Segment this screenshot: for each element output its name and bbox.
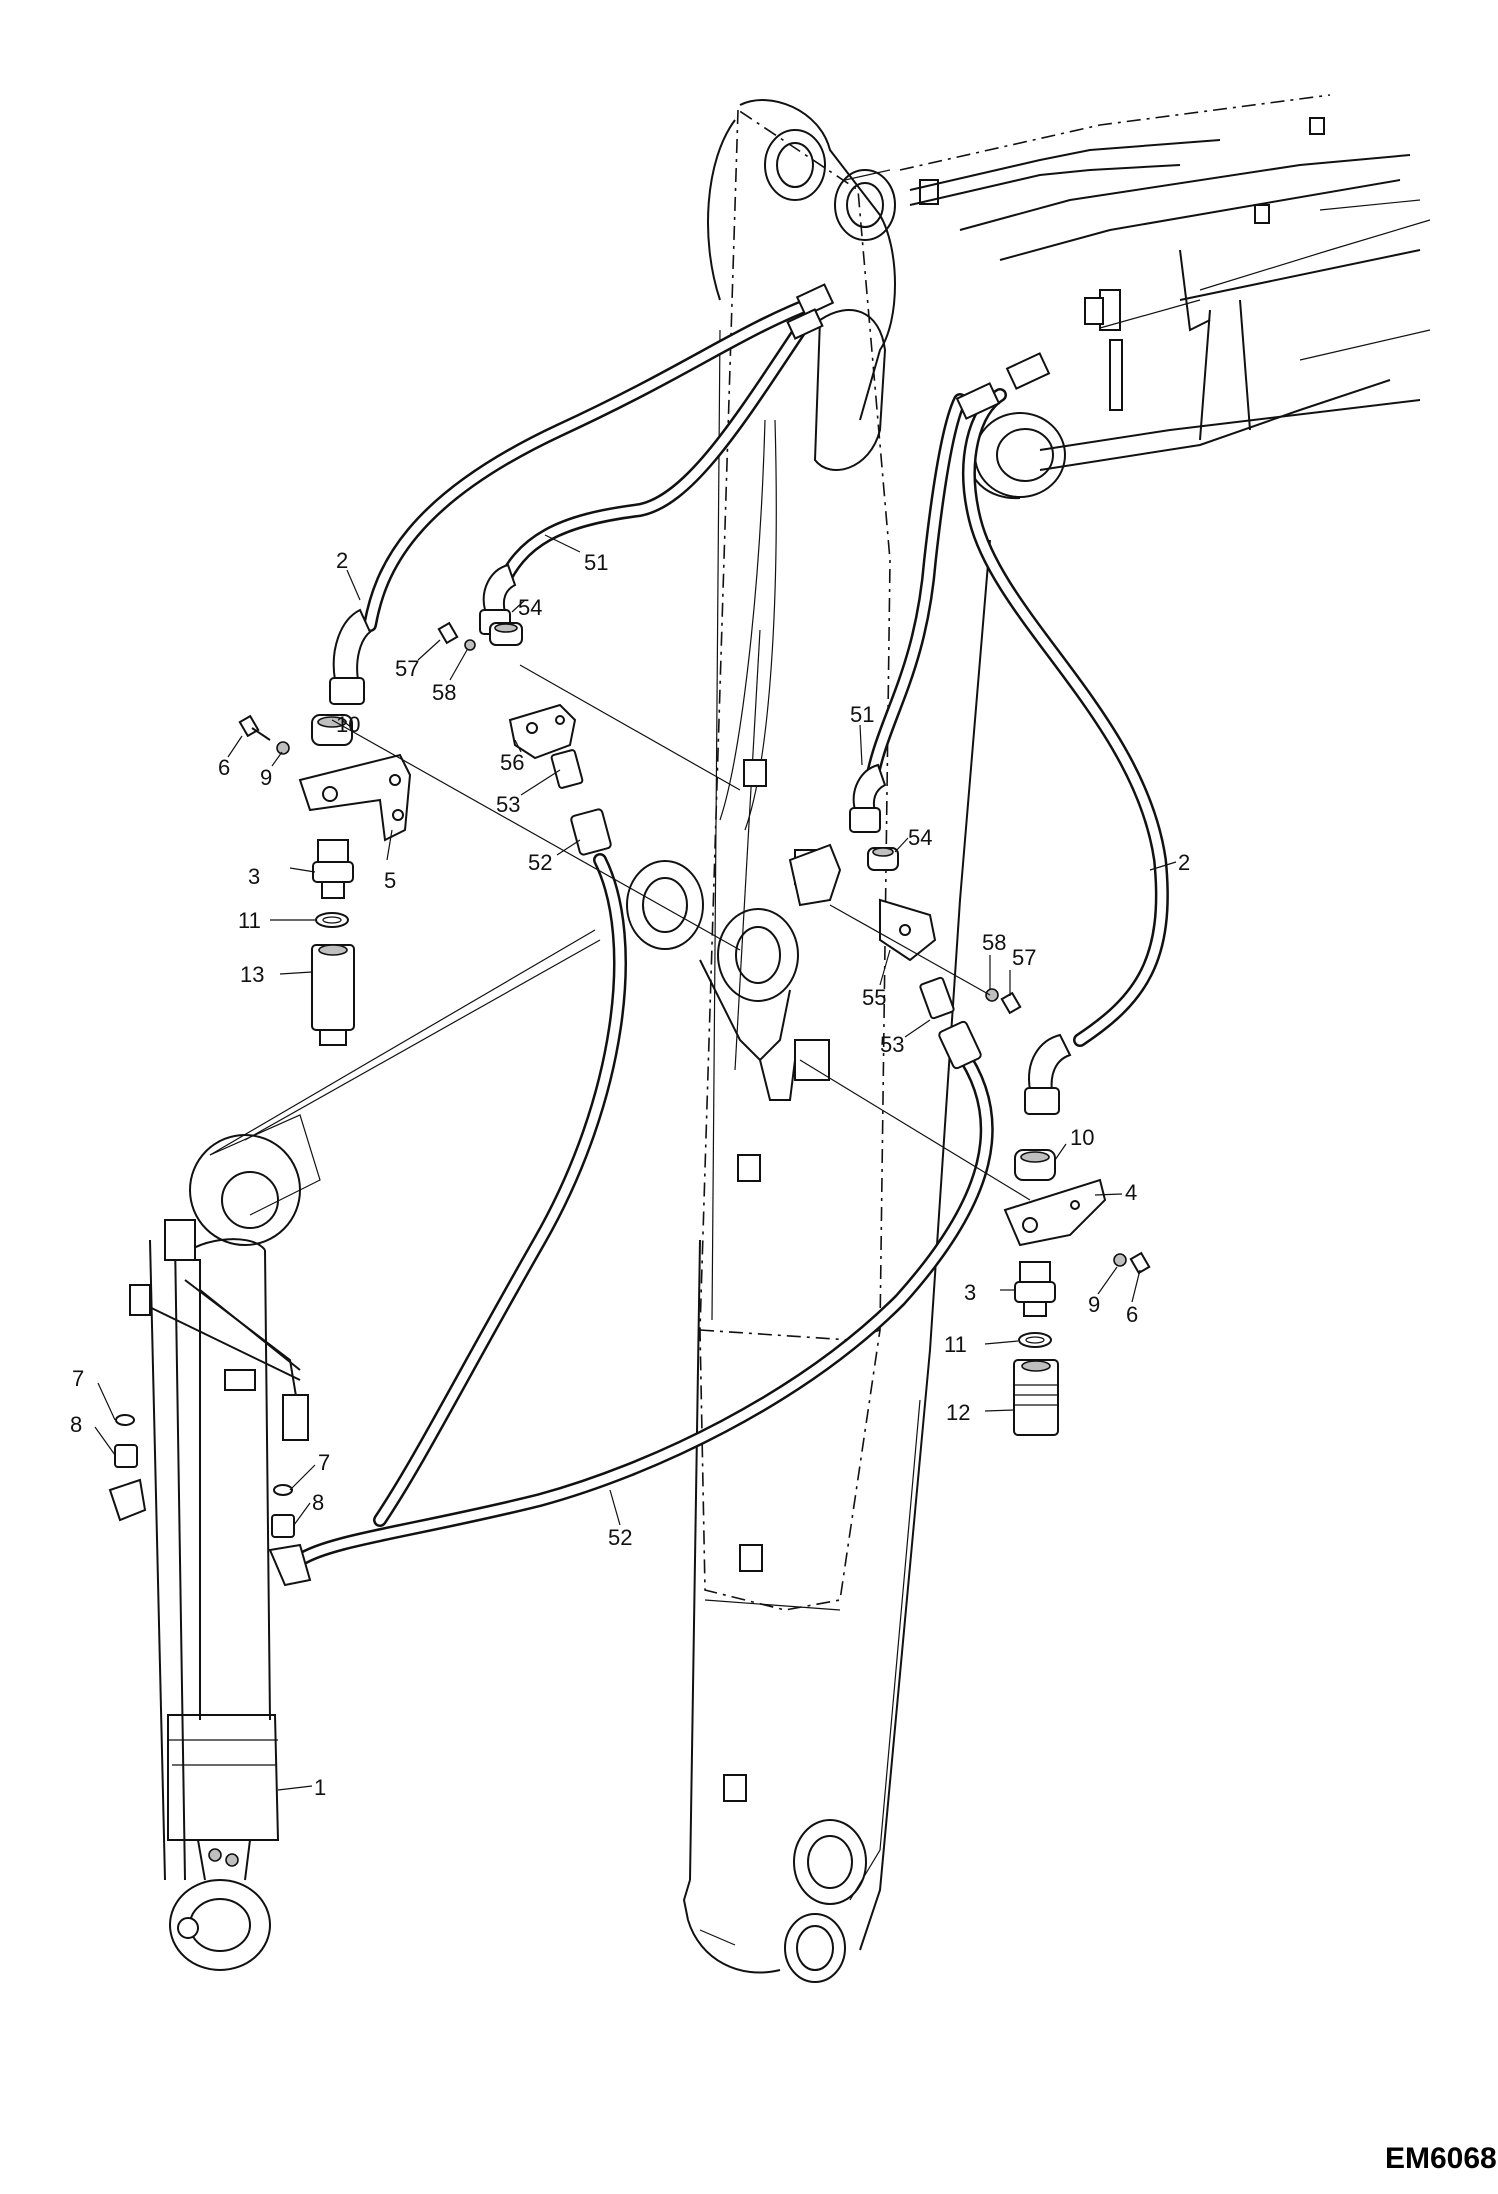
- left-fitting-group: [238, 563, 741, 1046]
- callout-6: 6: [218, 755, 230, 780]
- callout-13: 13: [240, 962, 264, 987]
- callout-52: 52: [528, 850, 552, 875]
- callout-54: 54: [908, 825, 932, 850]
- callout-8: 8: [70, 1412, 82, 1437]
- callout-12: 12: [946, 1400, 970, 1425]
- callout-11: 11: [238, 908, 261, 933]
- callout-10: 10: [336, 712, 360, 737]
- arm-structure: [626, 99, 991, 1983]
- main-boom: [899, 94, 1431, 500]
- callout-58: 58: [432, 680, 456, 705]
- callout-11: 11: [944, 1332, 967, 1357]
- callout-3: 3: [248, 864, 260, 889]
- callout-9: 9: [260, 765, 272, 790]
- callout-54: 54: [518, 595, 542, 620]
- callout-57: 57: [1012, 945, 1036, 970]
- boom-cylinder: [108, 929, 601, 1971]
- hoses: [293, 283, 1169, 1567]
- callout-8: 8: [312, 1490, 324, 1515]
- callout-58: 58: [982, 930, 1006, 955]
- callout-6: 6: [1126, 1302, 1138, 1327]
- callout-52: 52: [608, 1525, 632, 1550]
- callout-2: 2: [1178, 850, 1190, 875]
- callout-2: 2: [336, 548, 348, 573]
- callout-3: 3: [964, 1280, 976, 1305]
- callout-leaders: [94, 534, 1177, 1791]
- callout-7: 7: [318, 1450, 330, 1475]
- callout-56: 56: [500, 750, 524, 775]
- callout-5: 5: [384, 868, 396, 893]
- callout-53: 53: [496, 792, 520, 817]
- callout-55: 55: [862, 985, 886, 1010]
- callout-51: 51: [850, 702, 874, 727]
- callout-4: 4: [1125, 1180, 1137, 1205]
- callout-10: 10: [1070, 1125, 1094, 1150]
- callout-1: 1: [314, 1775, 326, 1800]
- callout-51: 51: [584, 550, 608, 575]
- right-fitting-group: [788, 763, 1151, 1436]
- callout-57: 57: [395, 656, 419, 681]
- figure-id: EM6068: [1385, 2142, 1497, 2175]
- callout-9: 9: [1088, 1292, 1100, 1317]
- callout-7: 7: [72, 1366, 84, 1391]
- callout-53: 53: [880, 1032, 904, 1057]
